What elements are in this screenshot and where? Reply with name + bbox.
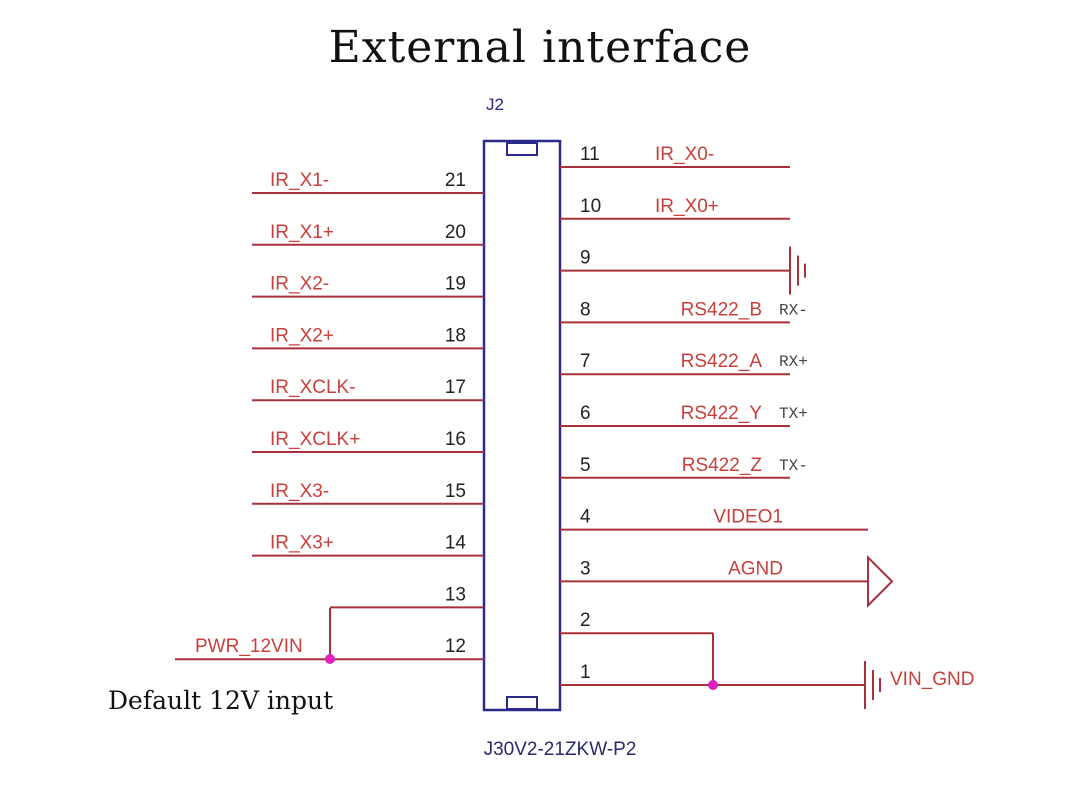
connector-key-bottom — [506, 696, 538, 710]
junction-dot-pwr — [325, 654, 335, 664]
net-label-15: IR_X3- — [270, 481, 329, 502]
net-label-19: IR_X2- — [270, 274, 329, 295]
net-label-21: IR_X1- — [270, 170, 329, 191]
pin-10-number: 10 — [580, 196, 601, 217]
pin-2-number: 2 — [580, 610, 591, 631]
diagram-title: External interface — [328, 22, 752, 73]
pin-12-number: 12 — [445, 636, 466, 657]
pin-21-number: 21 — [445, 170, 466, 191]
net-label-5: RS422_Z — [682, 455, 763, 476]
net-label-3: AGND — [728, 558, 783, 579]
agnd-triangle-symbol — [867, 554, 894, 608]
pin-1-number: 1 — [580, 662, 591, 683]
pin-17-number: 17 — [445, 377, 466, 398]
pin-5-number: 5 — [580, 455, 591, 476]
pin-9-number: 9 — [580, 248, 591, 269]
net-label-6: RS422_Y — [681, 403, 763, 424]
signal-note-7: RX+ — [779, 353, 808, 371]
net-label-12: PWR_12VIN — [195, 636, 303, 657]
net-label-20: IR_X1+ — [270, 222, 334, 243]
pin-16-number: 16 — [445, 429, 466, 450]
connector-key-top — [506, 142, 538, 156]
connector-part-number: J30V2-21ZKW-P2 — [484, 739, 637, 760]
pin-15-number: 15 — [445, 481, 466, 502]
pin-20-number: 20 — [445, 222, 466, 243]
pin-13-number: 13 — [445, 584, 466, 605]
net-label-10: IR_X0+ — [655, 196, 719, 217]
signal-note-6: TX+ — [779, 405, 808, 423]
pin-8-number: 8 — [580, 299, 591, 320]
pin-14-number: 14 — [445, 533, 467, 554]
pin-11-number: 11 — [580, 144, 600, 165]
connector-body — [482, 139, 562, 712]
net-label-14: IR_X3+ — [270, 533, 334, 554]
signal-note-5: TX- — [779, 457, 808, 475]
pin-3-number: 3 — [580, 558, 591, 579]
net-label-8: RS422_B — [681, 299, 762, 320]
net-label-18: IR_X2+ — [270, 325, 334, 346]
net-label-17: IR_XCLK- — [270, 377, 356, 398]
net-label-11: IR_X0- — [655, 144, 714, 165]
net-label-7: RS422_A — [681, 351, 763, 372]
pin-6-number: 6 — [580, 403, 591, 424]
pin-19-number: 19 — [445, 274, 466, 295]
pin-4-number: 4 — [580, 507, 591, 528]
net-label-1: VIN_GND — [890, 669, 974, 690]
default-input-note: Default 12V input — [108, 686, 334, 715]
net-label-4: VIDEO1 — [713, 507, 783, 528]
signal-note-8: RX- — [779, 301, 808, 319]
pin-7-number: 7 — [580, 351, 591, 372]
connector-ref: J2 — [486, 95, 504, 114]
junction-dot-gnd — [708, 680, 718, 690]
net-label-16: IR_XCLK+ — [270, 429, 360, 450]
pin-18-number: 18 — [445, 325, 466, 346]
